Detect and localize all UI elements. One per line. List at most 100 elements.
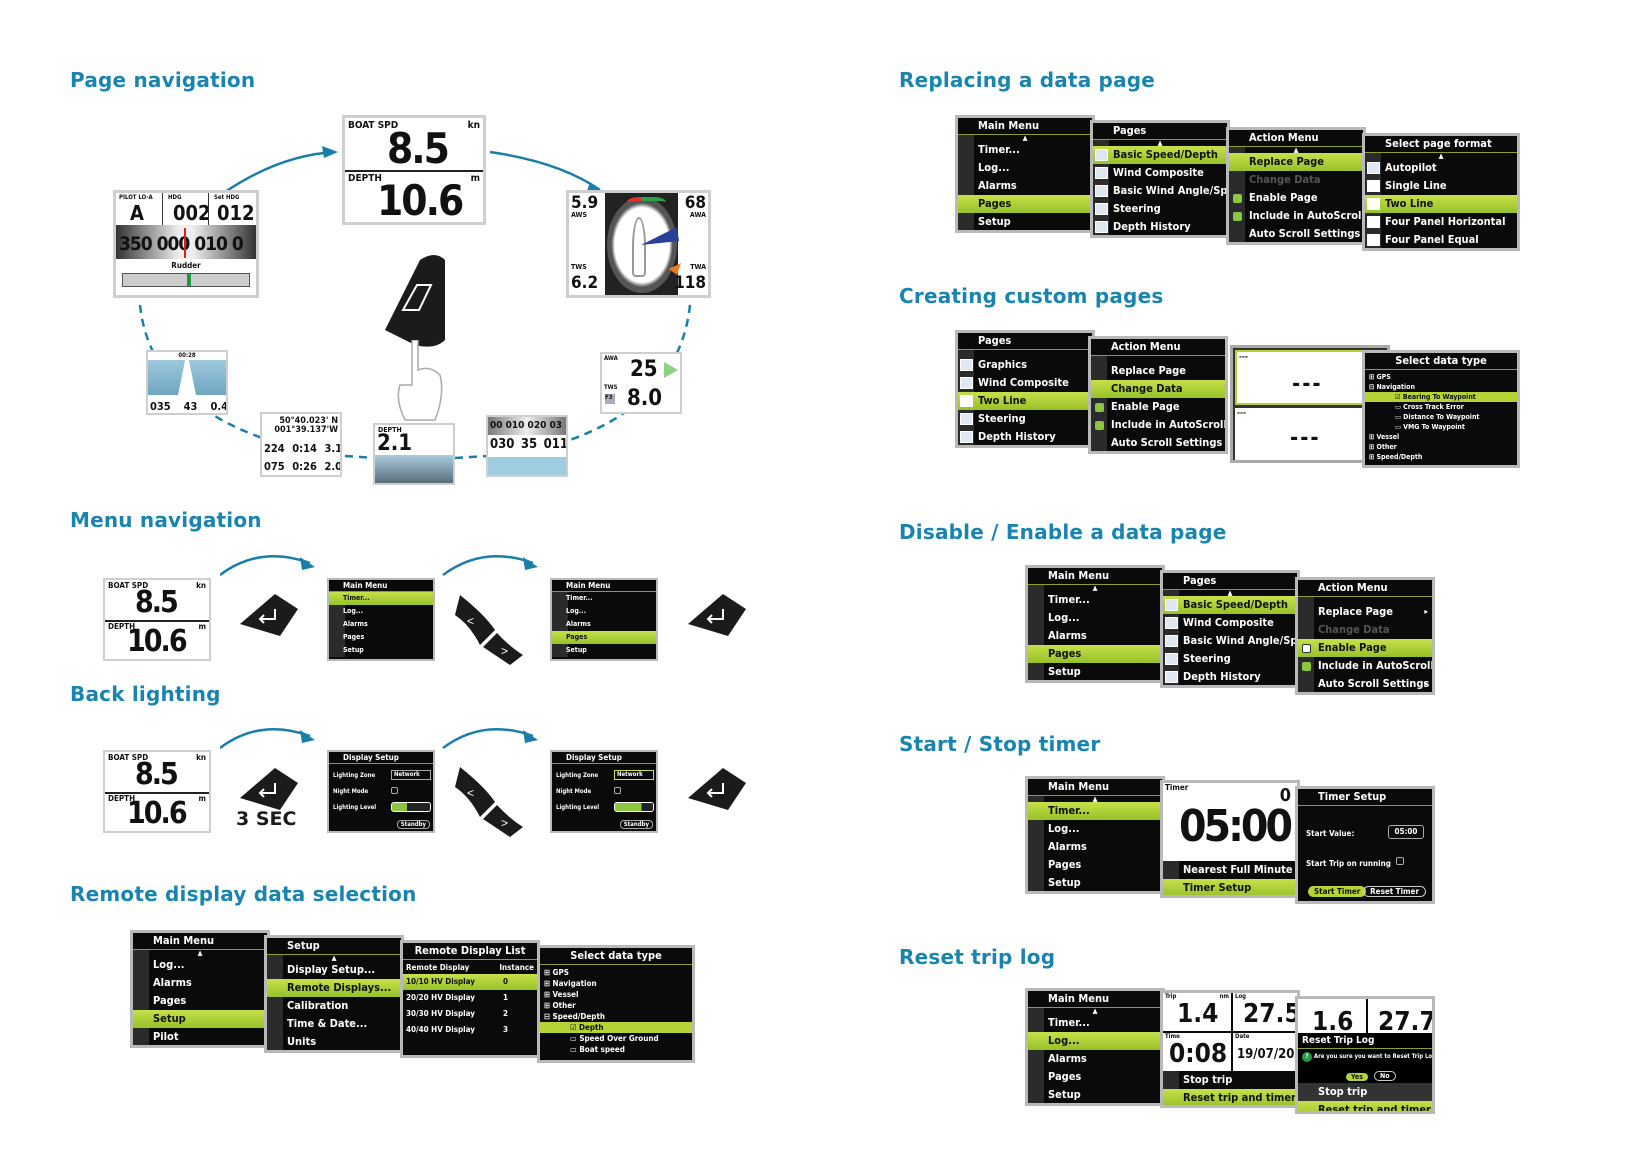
- menu-item-remote-displays[interactable]: Remote Displays...: [267, 979, 401, 997]
- menu-item-alarms[interactable]: Alarms: [978, 179, 1017, 192]
- action-replace-page[interactable]: Replace Page: [1111, 364, 1186, 377]
- tree-item-gps[interactable]: ⊞ GPS: [1369, 373, 1391, 381]
- menu-item-timer[interactable]: Timer...: [1048, 1016, 1090, 1029]
- page-steering[interactable]: Steering: [1093, 200, 1227, 218]
- lighting-level-slider[interactable]: [614, 802, 654, 812]
- tree-item-vessel[interactable]: ⊞ Vessel: [1369, 433, 1400, 441]
- action-include-autoscroll[interactable]: Include in AutoScroll: [1091, 416, 1225, 434]
- standby-button[interactable]: Standby: [619, 820, 653, 829]
- timer-setup-option[interactable]: Timer Setup: [1163, 879, 1297, 895]
- menu-item-setup[interactable]: Setup: [566, 646, 587, 654]
- menu-item-log[interactable]: Log...: [566, 607, 587, 615]
- lighting-level-slider[interactable]: [391, 802, 431, 812]
- tree-item-depth[interactable]: ☑ Depth: [540, 1022, 692, 1033]
- menu-item-setup[interactable]: Setup: [1048, 1088, 1081, 1101]
- page-steering[interactable]: Steering: [958, 410, 1092, 428]
- action-replace-page[interactable]: Replace Page▸: [1318, 605, 1428, 618]
- action-enable-page[interactable]: Enable Page: [1229, 189, 1363, 207]
- menu-item-timer[interactable]: Timer...: [1048, 593, 1090, 606]
- menu-item-units[interactable]: Units: [287, 1035, 317, 1048]
- tree-item-other[interactable]: ⊞ Other: [1369, 443, 1397, 451]
- format-single-line[interactable]: Single Line: [1365, 177, 1517, 195]
- menu-item-pages[interactable]: Pages: [343, 633, 365, 641]
- lighting-zone-select[interactable]: Network: [391, 770, 431, 780]
- menu-item-pages[interactable]: Pages: [1048, 858, 1082, 871]
- menu-item-timer[interactable]: Timer...: [1028, 802, 1162, 820]
- tree-item-xte[interactable]: ▭ Cross Track Error: [1395, 403, 1464, 411]
- menu-item-alarms[interactable]: Alarms: [1048, 1052, 1087, 1065]
- action-change-data[interactable]: Change Data: [1091, 380, 1225, 398]
- menu-item-pages[interactable]: Pages: [1048, 1070, 1082, 1083]
- night-mode-checkbox[interactable]: [614, 787, 621, 794]
- menu-item-setup[interactable]: Setup: [1048, 665, 1081, 678]
- enter-key-icon[interactable]: [688, 768, 748, 813]
- stop-trip-option[interactable]: Stop trip: [1298, 1083, 1432, 1101]
- menu-item-pages[interactable]: Pages: [958, 195, 1092, 213]
- yes-button[interactable]: Yes: [1346, 1073, 1368, 1081]
- tree-item-speed-depth[interactable]: ⊞ Speed/Depth: [1369, 453, 1423, 461]
- format-four-panel-equal[interactable]: Four Panel Equal: [1365, 231, 1517, 248]
- up-down-keys-icon[interactable]: <>: [455, 585, 525, 665]
- menu-item-log[interactable]: Log...: [1048, 822, 1080, 835]
- menu-item-timer[interactable]: Timer...: [566, 594, 593, 602]
- wind-page[interactable]: 5.9 AWS 68 AWA TWS 6.2 TWA 118: [566, 190, 711, 298]
- reset-trip-timer-option[interactable]: Reset trip and timer: [1163, 1089, 1297, 1105]
- reset-trip-timer-option[interactable]: Reset trip and timer: [1298, 1101, 1432, 1111]
- page-basic-speed-depth[interactable]: Basic Speed/Depth: [1093, 146, 1227, 164]
- page-depth-history[interactable]: Depth History: [1093, 218, 1227, 235]
- lighting-zone-select[interactable]: Network: [614, 770, 654, 780]
- menu-item-pages[interactable]: Pages: [1028, 645, 1162, 663]
- night-mode-checkbox[interactable]: [391, 787, 398, 794]
- page-steering[interactable]: Steering: [1163, 650, 1297, 668]
- enter-key-icon[interactable]: [240, 594, 300, 639]
- tree-item-navigation[interactable]: ⊞ Navigation: [544, 979, 597, 988]
- menu-item-alarms[interactable]: Alarms: [153, 976, 192, 989]
- tree-item-bearing[interactable]: ☑ Bearing To Waypoint: [1365, 392, 1517, 402]
- page-graphics[interactable]: Graphics: [958, 356, 1092, 374]
- tree-item-boat-speed[interactable]: ▭ Boat speed: [570, 1045, 625, 1054]
- tree-item-gps[interactable]: ⊞ GPS: [544, 968, 569, 977]
- menu-item-setup[interactable]: Setup: [343, 646, 364, 654]
- menu-item-setup[interactable]: Setup: [978, 215, 1011, 228]
- bottom-data-slot[interactable]: --- ---: [1235, 408, 1385, 460]
- page-wind-composite[interactable]: Wind Composite: [958, 374, 1092, 392]
- start-value-input[interactable]: 05:00: [1388, 825, 1424, 839]
- menu-item-alarms[interactable]: Alarms: [343, 620, 368, 628]
- menu-item-timer[interactable]: Timer...: [329, 592, 433, 605]
- format-autopilot[interactable]: Autopilot: [1365, 159, 1517, 177]
- autopilot-page[interactable]: PILOT LO-A HDG Set HDG A 002 012 350 000…: [113, 190, 259, 298]
- menu-item-setup[interactable]: Setup: [133, 1010, 267, 1028]
- page-basic-wind[interactable]: Basic Wind Angle/Speed: [1163, 632, 1297, 650]
- menu-item-alarms[interactable]: Alarms: [566, 620, 591, 628]
- action-include-autoscroll[interactable]: Include in AutoScroll: [1229, 207, 1363, 225]
- reset-timer-button[interactable]: Reset Timer: [1363, 886, 1426, 897]
- format-four-panel-horizontal[interactable]: Four Panel Horizontal: [1365, 213, 1517, 231]
- menu-item-display-setup[interactable]: Display Setup...: [287, 963, 376, 976]
- page-basic-speed-depth[interactable]: Basic Speed/Depth: [1163, 596, 1297, 614]
- speed-depth-page[interactable]: BOAT SPD kn 8.5 DEPTH m 10.6: [342, 115, 486, 225]
- awa-tws-page[interactable]: AWA 25 TWS F3 8.0: [600, 352, 682, 414]
- page-wind-composite[interactable]: Wind Composite: [1093, 164, 1227, 182]
- menu-item-pages[interactable]: Pages: [153, 994, 187, 1007]
- action-include-autoscroll[interactable]: Include in AutoScroll: [1298, 657, 1432, 675]
- action-autoscroll-settings[interactable]: Auto Scroll Settings▸: [1318, 677, 1430, 690]
- start-timer-button[interactable]: Start Timer: [1308, 886, 1367, 897]
- tree-item-vessel[interactable]: ⊞ Vessel: [544, 990, 579, 999]
- menu-item-log[interactable]: Log...: [1028, 1032, 1162, 1050]
- standby-button[interactable]: Standby: [396, 820, 430, 829]
- tree-item-other[interactable]: ⊞ Other: [544, 1001, 576, 1010]
- enter-key-icon[interactable]: [240, 768, 300, 813]
- menu-item-pilot[interactable]: Pilot: [153, 1030, 179, 1043]
- tree-item-sog[interactable]: ▭ Speed Over Ground: [570, 1034, 659, 1043]
- top-data-slot[interactable]: --- ---: [1235, 350, 1385, 405]
- menu-item-calibration[interactable]: Calibration: [287, 999, 349, 1012]
- page-wind-composite[interactable]: Wind Composite: [1163, 614, 1297, 632]
- action-enable-page[interactable]: Enable Page: [1091, 398, 1225, 416]
- menu-item-alarms[interactable]: Alarms: [1048, 629, 1087, 642]
